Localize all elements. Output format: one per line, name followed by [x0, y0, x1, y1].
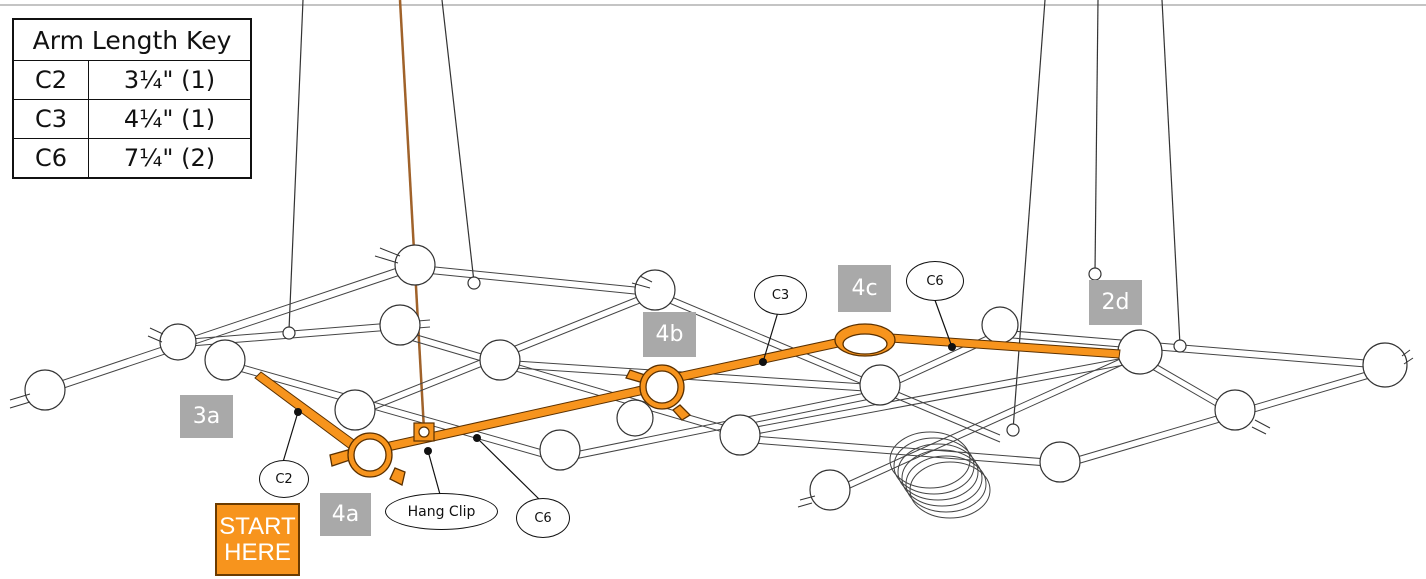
callout-c2: C2 — [259, 460, 309, 498]
start-line-2: HERE — [224, 539, 291, 566]
key-length: 7¼" (2) — [88, 138, 252, 179]
highlighted-arms — [254, 331, 1121, 456]
key-code: C6 — [12, 138, 89, 179]
step-marker-4b: 4b — [643, 312, 696, 357]
step-marker-2d: 2d — [1089, 280, 1142, 325]
step-marker-4c: 4c — [838, 265, 891, 312]
key-row: C6 7¼" (2) — [12, 138, 252, 179]
start-here-box: START HERE — [215, 503, 300, 576]
suspension-cables — [288, 0, 1181, 431]
key-row: C2 3¼" (1) — [12, 60, 252, 100]
key-row: C3 4¼" (1) — [12, 99, 252, 139]
frame-hubs — [24, 244, 1408, 511]
hang-clip-marker — [413, 422, 435, 442]
arm-length-key-table: Arm Length Key C2 3¼" (1) C3 4¼" (1) C6 … — [12, 18, 252, 179]
step-marker-4a: 4a — [320, 493, 371, 536]
callout-hang-clip: Hang Clip — [385, 493, 498, 530]
callout-leaders — [282, 291, 953, 501]
key-code: C2 — [12, 60, 89, 100]
start-line-1: START — [219, 513, 296, 540]
key-title: Arm Length Key — [12, 18, 252, 61]
callout-c6-bottom: C6 — [516, 498, 570, 538]
step-marker-3a: 3a — [180, 395, 233, 438]
cord-coil — [889, 431, 991, 519]
key-length: 3¼" (1) — [88, 60, 252, 100]
cable-clips — [282, 267, 1187, 437]
callout-c6-top: C6 — [906, 261, 964, 301]
hub-stubs — [9, 247, 1414, 508]
frame-arms — [39, 261, 1391, 498]
hang-cord — [398, 0, 426, 431]
callout-dots — [294, 343, 956, 455]
key-length: 4¼" (1) — [88, 99, 252, 139]
key-code: C3 — [12, 99, 89, 139]
highlighted-hubs — [329, 323, 896, 486]
callout-c3: C3 — [754, 275, 807, 315]
